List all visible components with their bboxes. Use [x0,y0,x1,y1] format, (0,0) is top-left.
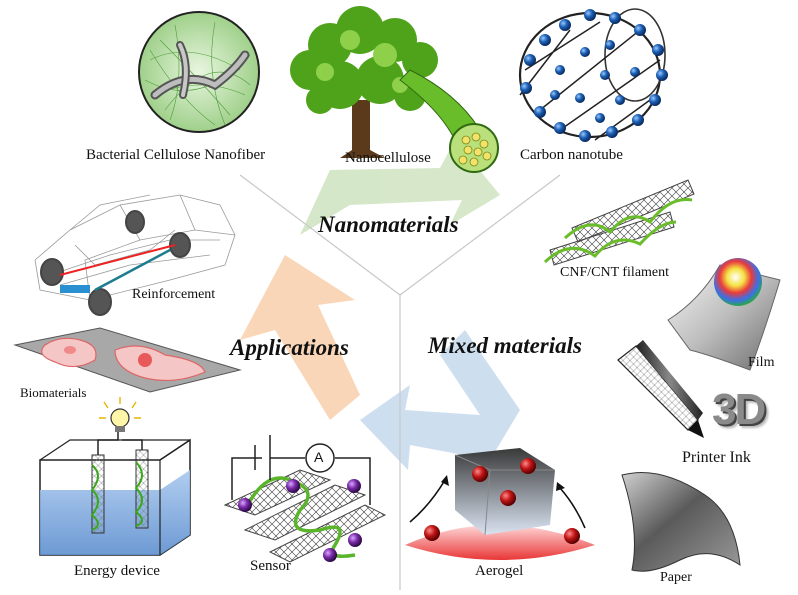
sensor-icon [223,435,387,563]
bacterial-cellulose-icon [138,11,260,133]
recycle-arrows [240,140,520,470]
aerogel-icon [405,448,595,560]
paper-icon [621,472,741,572]
nanomaterials-title: Nanomaterials [318,212,459,237]
aerogel-label: Aerogel [475,563,524,579]
green-recycle-arrow [300,140,500,235]
sensor-label: Sensor [250,558,291,574]
film-label: Film [748,355,775,370]
printer-ink-label: Printer Ink [682,449,751,466]
car-reinforcement-icon [34,194,236,316]
carbon-nanotube-label: Carbon nanotube [520,147,623,163]
section-dividers [239,174,561,590]
purple-particle [347,479,361,493]
red-particle [500,490,516,506]
ammeter-letter: A [314,449,324,465]
purple-particle [238,498,252,512]
nanocellulose-tree-icon [290,6,499,173]
paper-label: Paper [660,570,692,585]
divider-upper-right [399,174,561,296]
printer-ink-icon [617,340,704,438]
red-particle [424,525,440,541]
energy-device-label: Energy device [74,563,160,579]
cnf-cnt-filament-icon [543,179,695,266]
carbon-nanotube-icon [518,8,668,142]
purple-particle [286,479,300,493]
logo-3d: 3D [712,385,766,434]
red-particle [520,458,536,474]
lightbulb-icon [110,408,130,428]
applications-title: Applications [230,335,349,360]
purple-particle [323,548,337,562]
orange-recycle-arrow [240,255,360,420]
red-particle [564,528,580,544]
divider-upper-left [239,174,401,296]
red-particle [472,466,488,482]
color-wheel-icon [714,258,762,306]
reinforcement-label: Reinforcement [132,287,216,302]
bacterial-cellulose-label: Bacterial Cellulose Nanofiber [86,147,266,163]
nanocellulose-label: Nanocellulose [345,150,431,166]
cnf-cnt-filament-label: CNF/CNT filament [560,265,670,280]
film-icon [667,258,781,371]
energy-device-icon [39,397,191,556]
purple-particle [348,533,362,547]
biomaterials-label: Biomaterials [20,385,87,400]
mixed-materials-title: Mixed materials [428,333,582,358]
biomaterials-icon [13,327,242,393]
ammeter-icon [305,443,335,473]
